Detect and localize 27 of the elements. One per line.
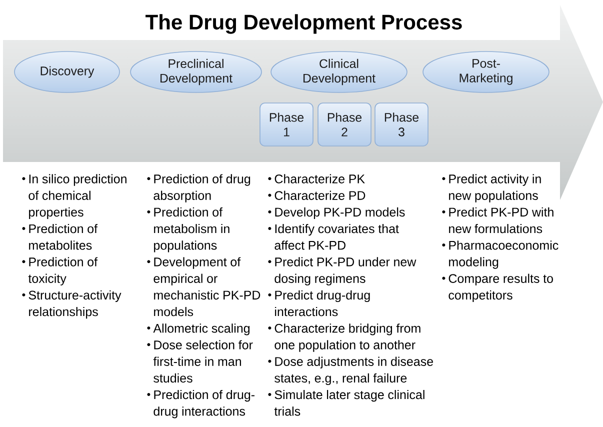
list-item: Prediction of drug-drug interactions — [154, 390, 254, 418]
list-item: Prediction of drug absorption — [154, 174, 250, 202]
list-item: Prediction of toxicity — [28, 257, 98, 286]
list-item: Predict PK-PD under new dosing regimens — [274, 257, 416, 286]
list-item: Identify covariates that affect PK-PD — [274, 224, 399, 250]
list-item: Predict activity in new populations — [449, 174, 541, 202]
list-item: Dose adjustments in disease states, e.g., renal failure — [274, 356, 433, 386]
list-item: Allometric scaling — [153, 324, 250, 336]
list-item: Compare results to competitors — [448, 274, 553, 302]
list-item: Pharmacoeconomic modeling — [449, 240, 558, 269]
list-item: Predict PK-PD with new formulations — [449, 207, 554, 234]
phase-box: Phase 3 — [374, 102, 428, 146]
phase-box: Phase 2 — [318, 102, 372, 146]
list-item: Characterize PK — [274, 174, 365, 184]
phase-box: Phase 1 — [260, 102, 314, 146]
list-item: Dose selection for first-time in man studies — [153, 340, 253, 383]
list-item: Simulate later stage clinical trials — [274, 390, 424, 416]
list-item: Develop PK-PD models — [275, 207, 405, 220]
list-item: Characterize PD — [274, 190, 366, 200]
list-item: Prediction of metabolism in populations — [154, 207, 230, 252]
title: The Drug Development Process — [146, 14, 462, 34]
list-item: Structure-activity relationships — [28, 290, 122, 319]
list-item: Characterize bridging from one population to another — [274, 324, 420, 352]
list-item: Development of empirical or mechanistic PK-PD models — [154, 257, 260, 316]
list-item: In silico prediction of chemical properties — [28, 174, 126, 220]
list-item: Prediction of metabolites — [29, 224, 98, 250]
list-item: Predict drug-drug interactions — [275, 290, 370, 316]
